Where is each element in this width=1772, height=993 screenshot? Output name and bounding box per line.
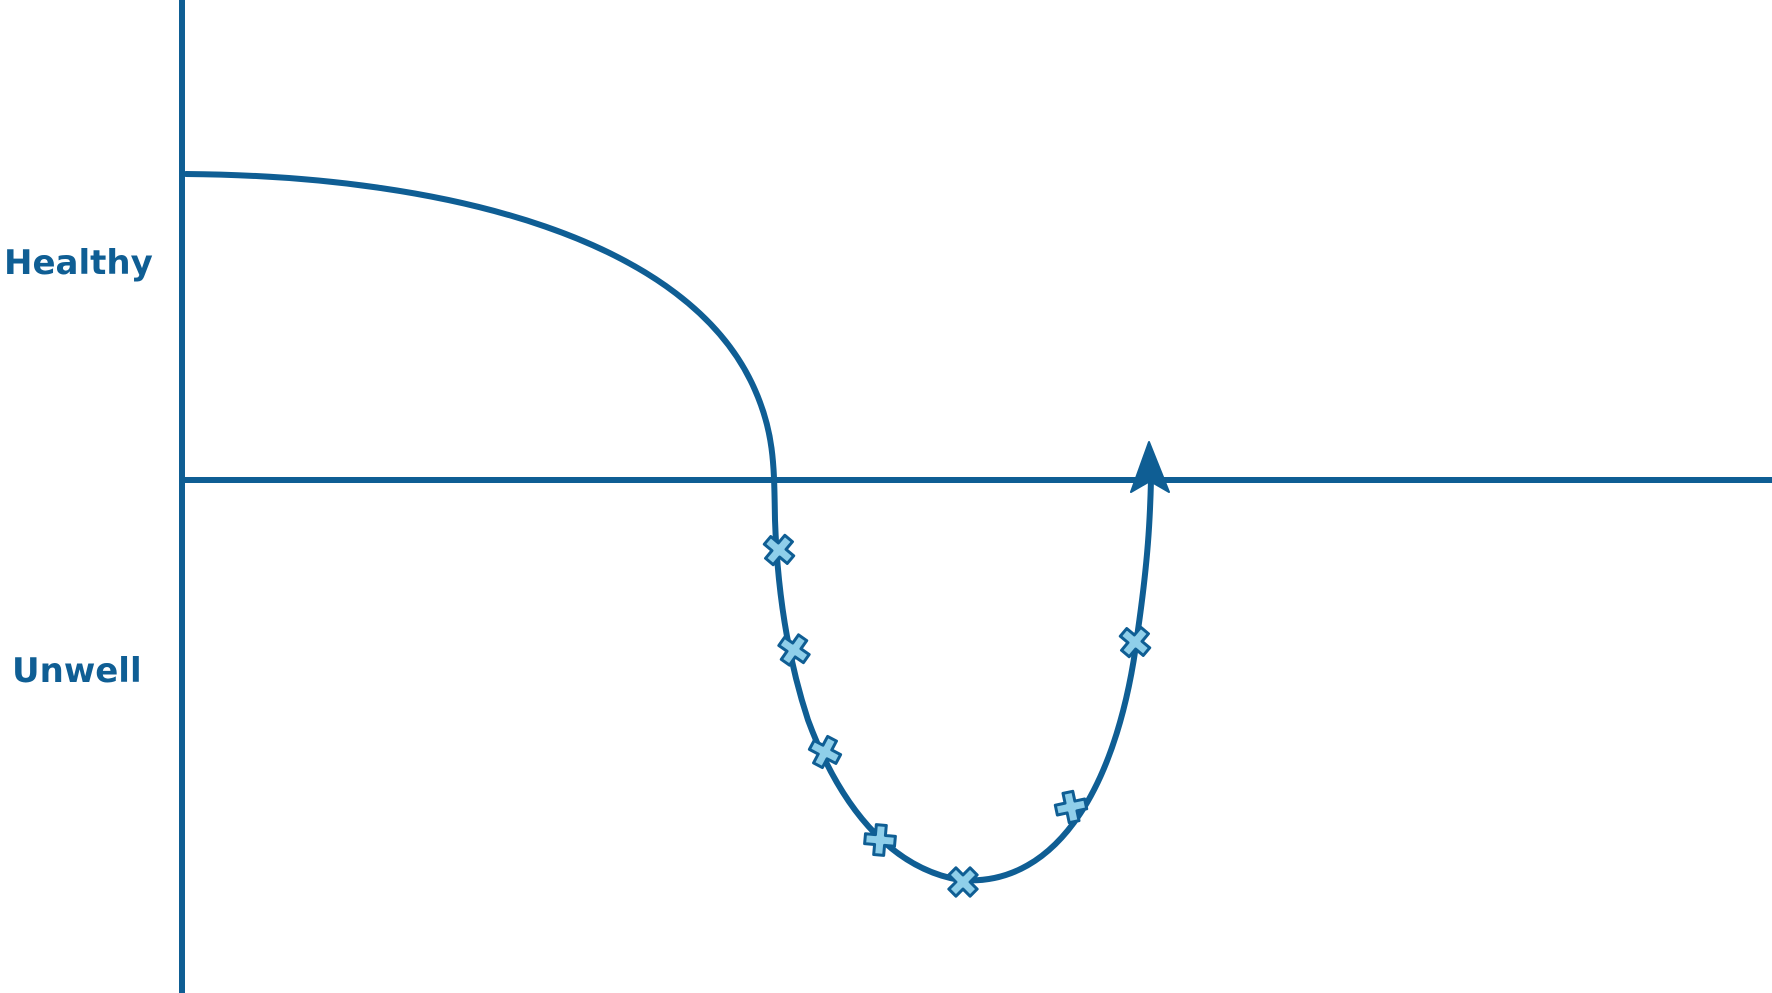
cross-marker-icon [807, 734, 843, 770]
cross-marker-icon [1053, 789, 1089, 825]
cross-marker-icon [863, 823, 897, 857]
cross-marker-icon [1118, 625, 1152, 659]
cross-marker-icon [777, 633, 811, 667]
unwell-label: Unwell [12, 651, 142, 691]
wellness-trajectory-curve [183, 171, 1154, 884]
cross-marker-icon [947, 866, 979, 898]
cross-marker-icon [762, 533, 796, 567]
healthy-label: Healthy [4, 243, 153, 283]
arrowhead-icon [1130, 441, 1170, 493]
